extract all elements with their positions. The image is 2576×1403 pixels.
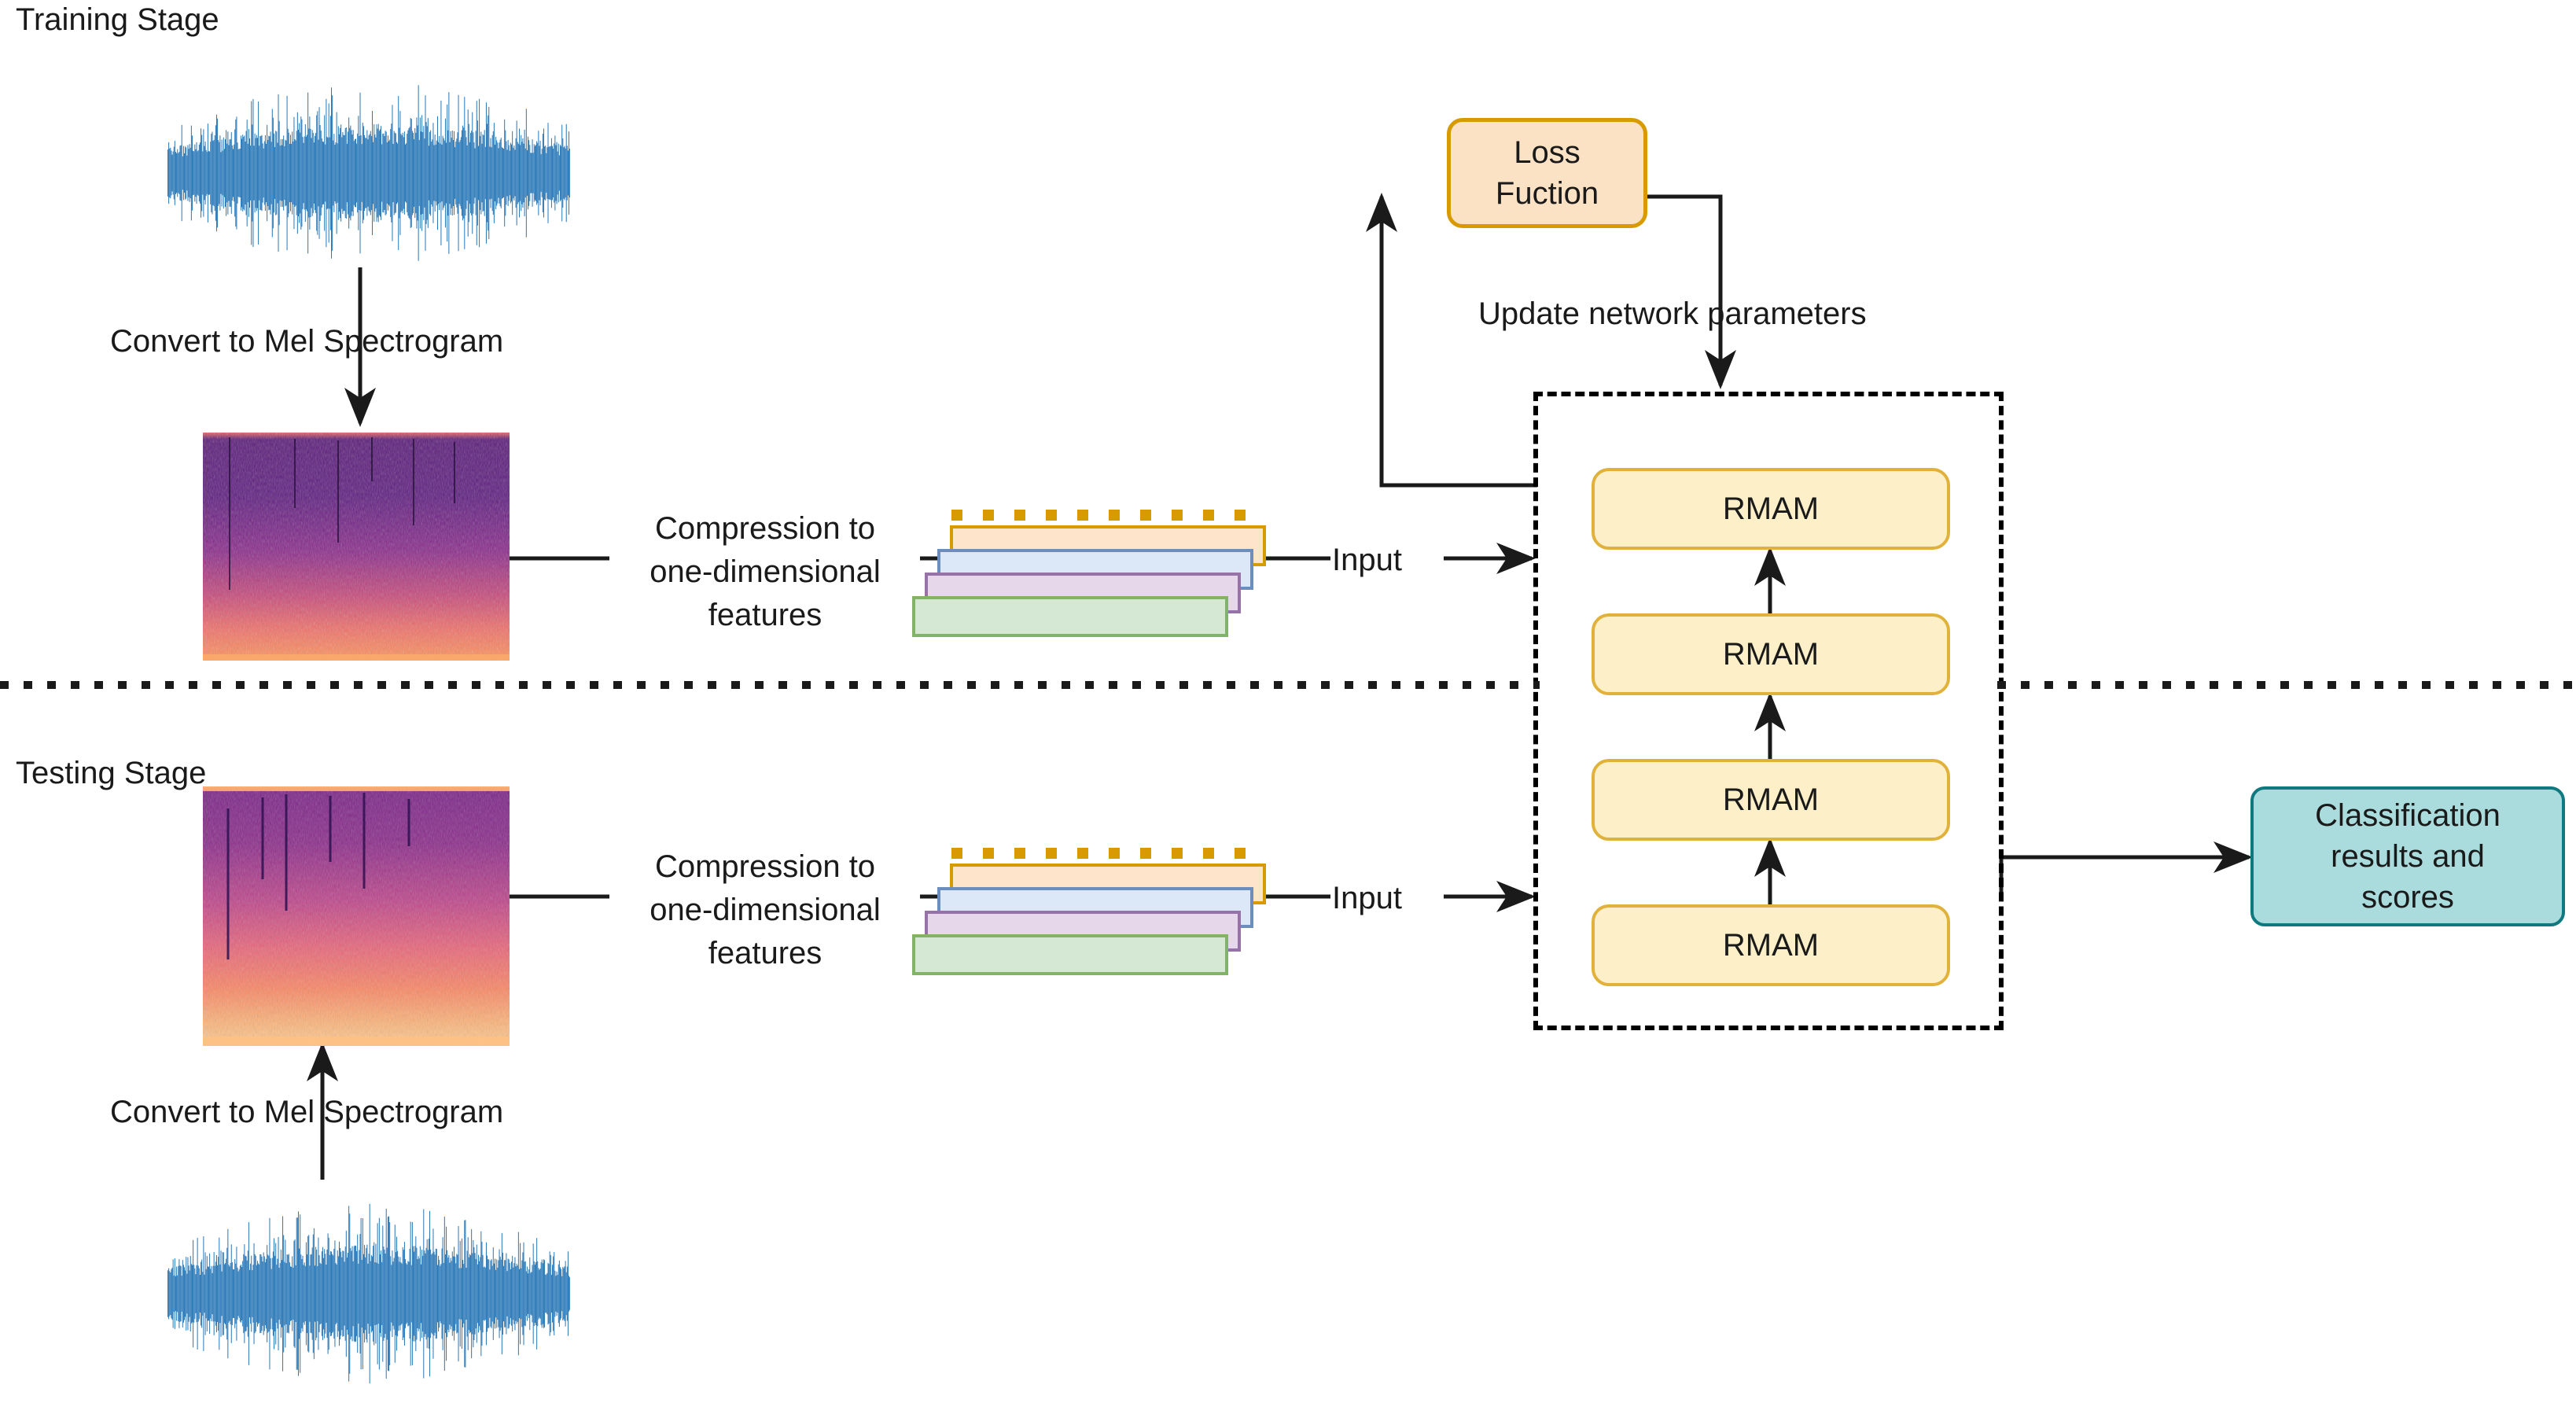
- rmam-block-4[interactable]: RMAM: [1592, 468, 1950, 550]
- feature-bar-green: [912, 596, 1228, 637]
- feature-stack-dash-ticks: [951, 510, 1262, 521]
- training-feature-stack-icon: [912, 510, 1274, 637]
- testing-compression-label: Compression to one-dimensional features: [613, 845, 917, 976]
- rmam-block-4-label: RMAM: [1722, 492, 1820, 526]
- rmam-block-1[interactable]: RMAM: [1592, 904, 1950, 986]
- testing-waveform-icon: [161, 1195, 570, 1392]
- feature-bar-green: [912, 934, 1228, 975]
- testing-spectrogram-icon: [203, 786, 510, 1046]
- training-stage-title: Training Stage: [16, 2, 219, 37]
- testing-compression-line-3: features: [708, 936, 822, 971]
- classification-line-2: results and: [2331, 839, 2485, 874]
- feature-stack-dash-ticks: [951, 848, 1262, 859]
- rmam-block-1-label: RMAM: [1722, 928, 1820, 963]
- rmam-block-3-label: RMAM: [1722, 637, 1820, 672]
- stage-divider-right: [1997, 681, 2576, 689]
- training-compression-line-2: one-dimensional: [650, 554, 881, 590]
- rmam-block-2[interactable]: RMAM: [1592, 759, 1950, 841]
- loss-label-line-2: Fuction: [1495, 176, 1599, 211]
- testing-feature-stack-icon: [912, 848, 1274, 975]
- testing-convert-label: Convert to Mel Spectrogram: [110, 1095, 504, 1129]
- training-compression-line-3: features: [708, 598, 822, 633]
- testing-input-label: Input: [1332, 881, 1402, 915]
- training-compression-line-1: Compression to: [654, 511, 876, 546]
- network-dashed-container: [1533, 392, 2004, 1030]
- training-convert-label: Convert to Mel Spectrogram: [110, 324, 504, 359]
- testing-compression-line-2: one-dimensional: [650, 893, 881, 928]
- loss-function-box[interactable]: Loss Fuction: [1447, 118, 1647, 228]
- rmam-block-2-label: RMAM: [1722, 783, 1820, 817]
- training-input-label: Input: [1332, 543, 1402, 577]
- update-network-parameters-label: Update network parameters: [1478, 296, 1867, 331]
- training-compression-label: Compression to one-dimensional features: [613, 507, 917, 638]
- classification-line-3: scores: [2361, 880, 2454, 915]
- stage-divider-left: [0, 681, 1540, 689]
- testing-compression-line-1: Compression to: [654, 849, 876, 884]
- classification-results-box[interactable]: Classification results and scores: [2250, 786, 2565, 926]
- training-spectrogram-icon: [203, 433, 510, 661]
- training-waveform-icon: [161, 75, 570, 271]
- loss-label-line-1: Loss: [1514, 135, 1581, 170]
- testing-stage-title: Testing Stage: [16, 756, 207, 790]
- rmam-block-3[interactable]: RMAM: [1592, 613, 1950, 695]
- classification-line-1: Classification: [2315, 798, 2501, 833]
